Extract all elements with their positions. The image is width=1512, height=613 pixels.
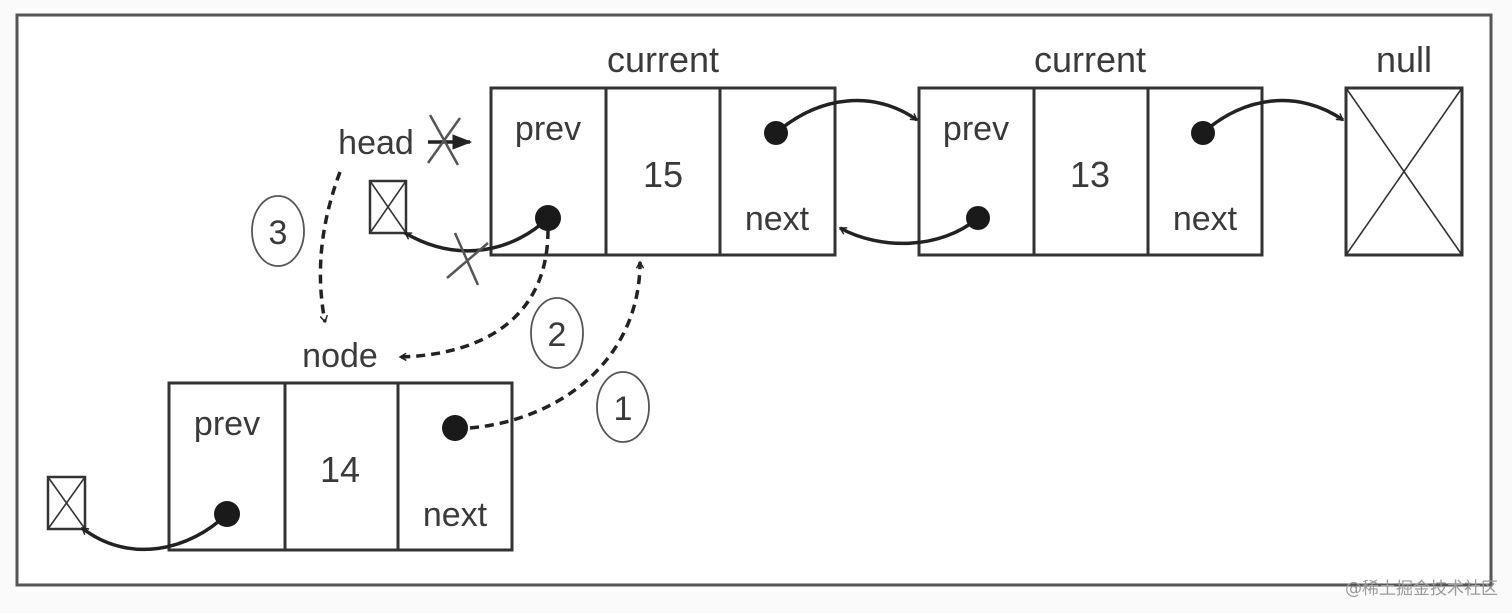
node-pointer-label: node [302,337,378,375]
node-13-prev-dot [966,206,990,230]
node-13-current-label: current [1034,39,1146,80]
node-15-current-label: current [607,39,719,80]
node-15-next-dot [764,121,788,145]
node-15-value: 15 [643,154,683,195]
node-15-prev-old-arrow [403,216,550,253]
node-14-prev-dot [214,501,240,527]
node-14-value: 14 [320,449,360,490]
small-null-box-bottom [46,475,87,531]
watermark: @稀土掘金技术社区 [1345,579,1498,599]
node-14-next-label: next [423,496,488,534]
node-15-prev-dot [535,205,561,231]
node-13-next-dot [1191,121,1215,145]
node-15-next-arrow [774,98,919,135]
list-node-14: node prev 14 next [167,337,514,552]
node-13-next-label: next [1173,200,1238,238]
svg-text:3: 3 [269,214,288,252]
head-pointer-label: head [338,124,414,162]
node-14-next-cell [396,381,514,552]
step-3-arrow [318,171,342,324]
step-2-badge: 2 [530,297,584,369]
step-3-badge: 3 [251,195,305,267]
step-2-arrow [398,229,550,362]
node-15-next-label: next [745,200,810,238]
svg-text:2: 2 [548,316,567,354]
node-15-next-cell [718,86,837,257]
small-null-box-top [368,179,408,235]
node-13-next-cell [1146,86,1264,257]
node-13-value-cell [1032,86,1150,257]
node-15-prev-label: prev [515,110,581,148]
node-13-prev-cell [917,86,1036,257]
prev-arrow-crossout-icon [446,232,489,286]
node-13-prev-label: prev [943,110,1009,148]
list-node-13: current prev 13 next [917,39,1264,257]
node-13-next-arrow [1201,98,1345,135]
node-14-prev-arrow [80,512,229,552]
node-13-prev-arrow [838,216,980,246]
head-arrow-crossout-icon [426,114,462,166]
node-15-value-cell [604,86,722,257]
node-14-prev-label: prev [194,405,260,443]
null-label: null [1376,39,1432,80]
list-node-15: current prev 15 next [489,39,837,257]
null-cross-line [1345,87,1463,256]
step-1-arrow [469,260,645,430]
node-14-next-dot [442,415,468,441]
null-terminator: null [1344,39,1464,257]
node-13-value: 13 [1070,154,1110,195]
svg-text:1: 1 [614,390,633,428]
step-1-badge: 1 [596,371,650,443]
